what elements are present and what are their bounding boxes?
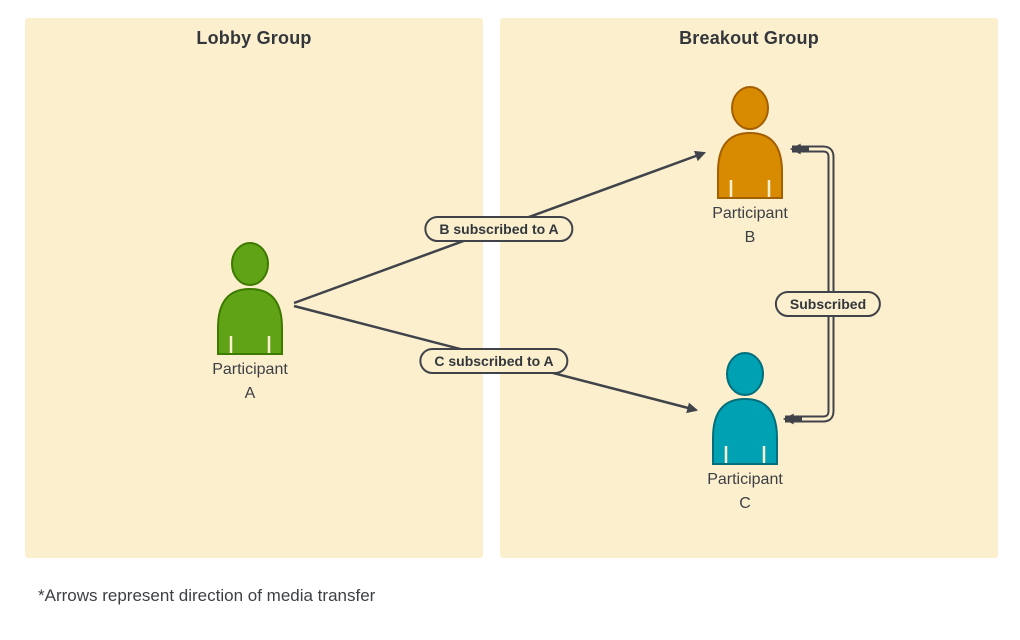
participant-b-icon [717, 86, 783, 199]
participant-b-label: Participant B [712, 202, 788, 250]
participant-b-name: Participant [712, 205, 788, 222]
participant-a-icon [217, 242, 283, 355]
participant-c-icon [712, 352, 778, 465]
edge-label-b-subscribed-to-a: B subscribed to A [424, 216, 574, 242]
participant-c-label: Participant C [707, 468, 783, 516]
participant-c-letter: C [739, 495, 751, 512]
participant-a-letter: A [244, 385, 256, 402]
participant-c: Participant C [707, 350, 783, 512]
participant-a-name: Participant [212, 361, 288, 378]
edge-label-c-subscribed-to-a: C subscribed to A [419, 348, 569, 374]
participant-a: Participant A [212, 240, 288, 402]
participant-a-arm-marks [229, 336, 271, 353]
participant-b-letter: B [744, 229, 756, 246]
breakout-group-title: Breakout Group [679, 28, 819, 48]
participant-c-name: Participant [707, 471, 783, 488]
participant-b-arm-marks [729, 180, 771, 197]
footnote: *Arrows represent direction of media tra… [38, 586, 376, 605]
edge-label-subscribed: Subscribed [774, 291, 882, 317]
lobby-group-title: Lobby Group [196, 28, 312, 48]
participant-b: Participant B [712, 84, 788, 246]
participant-c-arm-marks [724, 446, 766, 463]
participant-a-label: Participant A [212, 358, 288, 406]
